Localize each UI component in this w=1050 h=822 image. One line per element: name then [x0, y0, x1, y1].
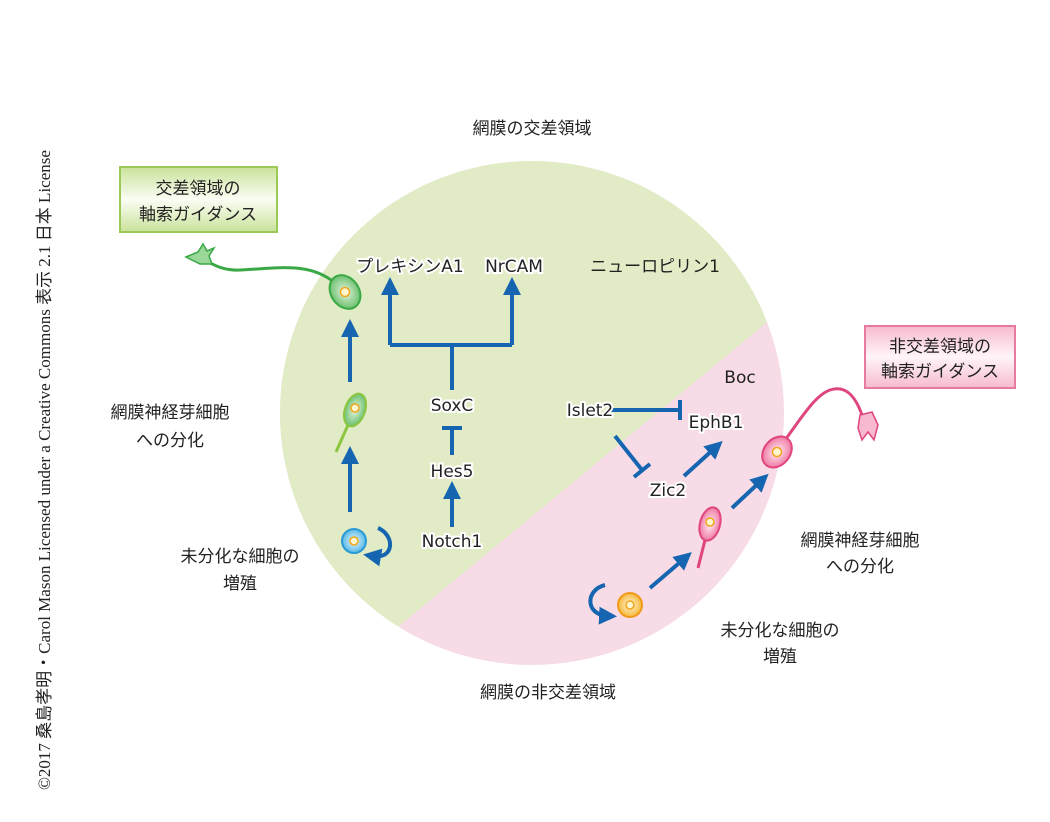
right-prolif-label: 未分化な細胞の	[721, 621, 840, 641]
box-line: 交差領域の	[156, 179, 241, 199]
arrow	[730, 473, 769, 510]
inhibition-islet2-ephb1	[610, 400, 682, 420]
orange-progenitor-cell	[617, 592, 643, 618]
label-hes5: Hes5	[431, 462, 474, 482]
box-line: 非交差領域の	[889, 337, 991, 357]
label-neuropilin1: ニューロピリン1	[590, 257, 720, 277]
crossed-guidance-box: 交差領域の 軸索ガイダンス	[119, 166, 278, 233]
arrow	[648, 552, 692, 590]
label-notch1: Notch1	[422, 532, 483, 552]
label-ephb1: EphB1	[689, 413, 744, 433]
left-prolif-label: 未分化な細胞の	[181, 547, 300, 567]
label-boc: Boc	[724, 368, 755, 388]
pathway-arrows	[341, 277, 769, 625]
label-soxc: SoxC	[431, 396, 474, 416]
blue-progenitor-cell	[341, 528, 367, 554]
right-prolif-label: 増殖	[763, 647, 797, 667]
crossed-region-title: 網膜の交差領域	[473, 119, 592, 139]
label-islet2: Islet2	[567, 401, 614, 421]
growth-cone-icon	[184, 242, 216, 265]
arrow	[682, 440, 723, 478]
growth-cone-icon	[857, 411, 879, 442]
inhibition-soxc-hes5	[442, 426, 462, 455]
right-diff-label: への分化	[826, 557, 894, 577]
box-line: 軸索ガイダンス	[881, 362, 999, 382]
self-renewal-arrow-icon	[363, 526, 393, 567]
pink-neuroblast	[696, 506, 722, 569]
left-diff-label: への分化	[136, 431, 204, 451]
pink-neuron	[761, 387, 879, 469]
uncrossed-region-title: 網膜の非交差領域	[480, 683, 616, 703]
label-zic2: Zic2	[650, 481, 687, 501]
right-diff-label: 網膜神経芽細胞	[801, 531, 920, 551]
inhibition-islet2-zic2	[613, 434, 652, 479]
soxc-branch	[388, 285, 514, 390]
retina-circle	[280, 161, 784, 665]
left-prolif-label: 増殖	[223, 574, 257, 594]
label-nrcam: NrCAM	[485, 257, 543, 277]
self-renewal-arrow-icon	[588, 583, 617, 625]
green-neuron	[184, 242, 362, 310]
box-line: 軸索ガイダンス	[139, 205, 257, 225]
crossed-region	[280, 161, 784, 650]
credit-text: ©2017 桑島孝明・Carol Mason Licensed under a …	[35, 150, 54, 790]
left-diff-label: 網膜神経芽細胞	[111, 403, 230, 423]
uncrossed-guidance-box: 非交差領域の 軸索ガイダンス	[864, 325, 1016, 389]
green-neuroblast	[334, 392, 368, 453]
label-plexin-a1: プレキシンA1	[356, 257, 463, 277]
